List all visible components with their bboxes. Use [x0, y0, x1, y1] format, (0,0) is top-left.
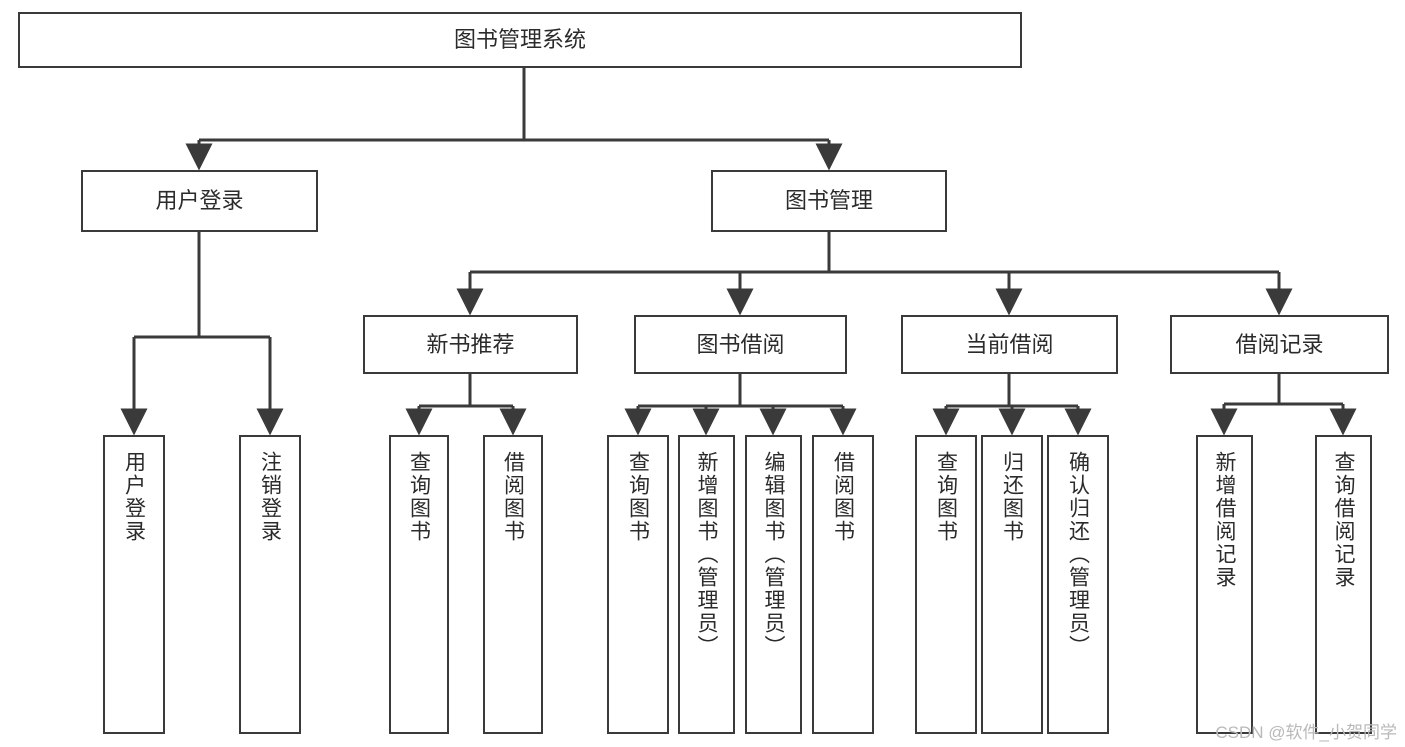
- node-book-borrowing-label: 图书借阅: [696, 331, 785, 357]
- node-user-login[interactable]: 用户登录: [81, 170, 318, 232]
- leaf-logout[interactable]: 注销登录: [239, 435, 301, 734]
- node-book-management[interactable]: 图书管理: [711, 170, 947, 232]
- node-root-label: 图书管理系统: [453, 27, 586, 53]
- node-book-borrowing[interactable]: 图书借阅: [634, 315, 847, 374]
- leaf-borrow-book-borrow-label: 借阅图书: [831, 451, 855, 543]
- leaf-borrow-book-rec-label: 借阅图书: [501, 451, 525, 543]
- node-new-book-recommendation-label: 新书推荐: [426, 331, 515, 357]
- leaf-query-book-borrow-label: 查询图书: [626, 451, 650, 543]
- leaf-query-borrow-record-label: 查询借阅记录: [1332, 451, 1355, 589]
- leaf-user-login[interactable]: 用户登录: [103, 435, 165, 734]
- csdn-watermark: CSDN @软件_小贺同学: [1215, 723, 1397, 742]
- node-root[interactable]: 图书管理系统: [18, 12, 1022, 68]
- leaf-add-book-admin[interactable]: 新增图书（管理员）: [678, 435, 735, 734]
- node-borrowing-record[interactable]: 借阅记录: [1170, 315, 1389, 374]
- node-new-book-recommendation[interactable]: 新书推荐: [363, 315, 578, 374]
- node-borrowing-record-label: 借阅记录: [1235, 331, 1324, 357]
- leaf-return-book[interactable]: 归还图书: [981, 435, 1043, 734]
- leaf-query-book-rec[interactable]: 查询图书: [389, 435, 449, 734]
- leaf-confirm-return-admin[interactable]: 确认归还（管理员）: [1047, 435, 1109, 734]
- leaf-add-borrow-record[interactable]: 新增借阅记录: [1196, 435, 1253, 734]
- leaf-add-borrow-record-label: 新增借阅记录: [1213, 451, 1236, 589]
- leaf-confirm-return-admin-label: 确认归还（管理员）: [1066, 451, 1090, 658]
- leaf-borrow-book-borrow[interactable]: 借阅图书: [812, 435, 874, 734]
- leaf-user-login-label: 用户登录: [122, 451, 146, 543]
- leaf-query-book-current-label: 查询图书: [934, 451, 958, 543]
- leaf-query-book-current[interactable]: 查询图书: [915, 435, 977, 734]
- leaf-return-book-label: 归还图书: [1000, 451, 1024, 543]
- node-user-login-label: 用户登录: [155, 188, 244, 214]
- leaf-query-book-borrow[interactable]: 查询图书: [607, 435, 669, 734]
- leaf-edit-book-admin-label: 编辑图书（管理员）: [762, 451, 785, 658]
- node-current-borrowing-label: 当前借阅: [965, 331, 1054, 357]
- node-book-management-label: 图书管理: [784, 188, 873, 214]
- leaf-edit-book-admin[interactable]: 编辑图书（管理员）: [745, 435, 802, 734]
- leaf-query-borrow-record[interactable]: 查询借阅记录: [1315, 435, 1372, 734]
- leaf-borrow-book-rec[interactable]: 借阅图书: [483, 435, 543, 734]
- leaf-logout-label: 注销登录: [258, 451, 282, 543]
- node-current-borrowing[interactable]: 当前借阅: [901, 315, 1118, 374]
- leaf-query-book-rec-label: 查询图书: [407, 451, 431, 543]
- leaf-add-book-admin-label: 新增图书（管理员）: [695, 451, 718, 658]
